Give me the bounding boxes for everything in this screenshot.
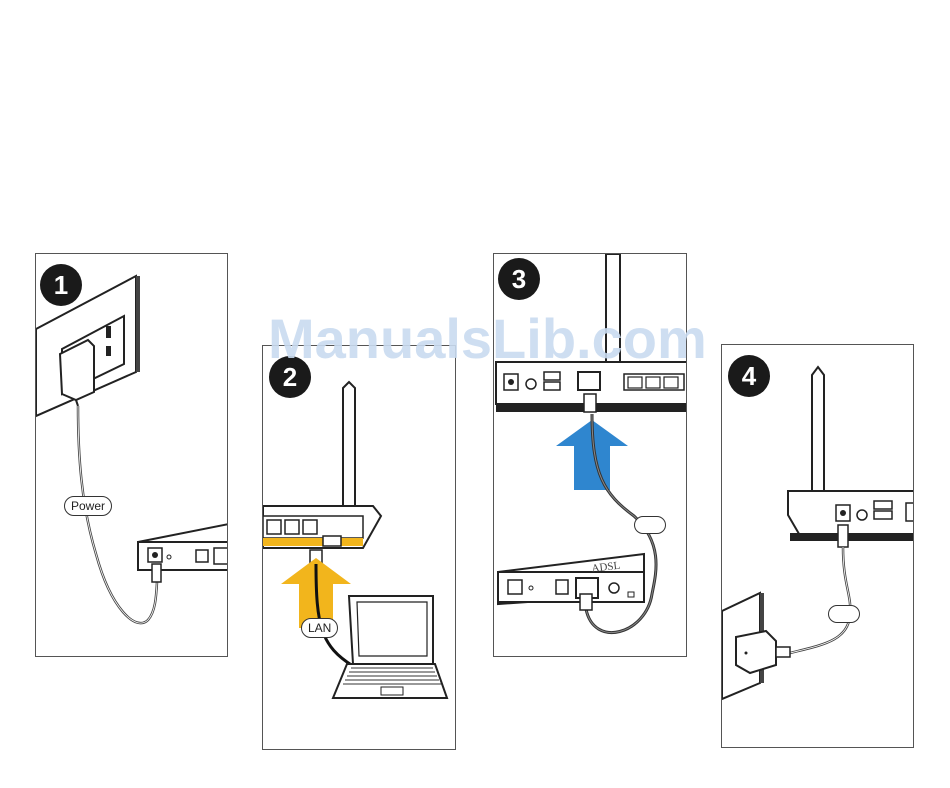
step-3-panel: 3 ADSL [493,253,687,657]
power-cable-label [828,605,860,623]
lan-label: LAN [301,618,338,638]
step-2-badge: 2 [269,356,311,398]
cable-label [634,516,666,534]
step-4-panel: 4 [721,344,914,748]
step-3-badge: 3 [498,258,540,300]
step-2-illustration [263,346,456,750]
step-2-panel: 2 LAN [262,345,456,750]
step-1-illustration [36,254,228,657]
power-label: Power [64,496,112,516]
router-icon [788,491,914,539]
power-adapter-icon [736,631,776,673]
step-1-panel: 1 Power [35,253,228,657]
step-3-illustration: ADSL [494,254,687,657]
antenna-icon [606,254,620,362]
step-4-illustration [722,345,914,748]
step-1-badge: 1 [40,264,82,306]
lan-ports-highlight [263,538,363,546]
step-4-badge: 4 [728,355,770,397]
